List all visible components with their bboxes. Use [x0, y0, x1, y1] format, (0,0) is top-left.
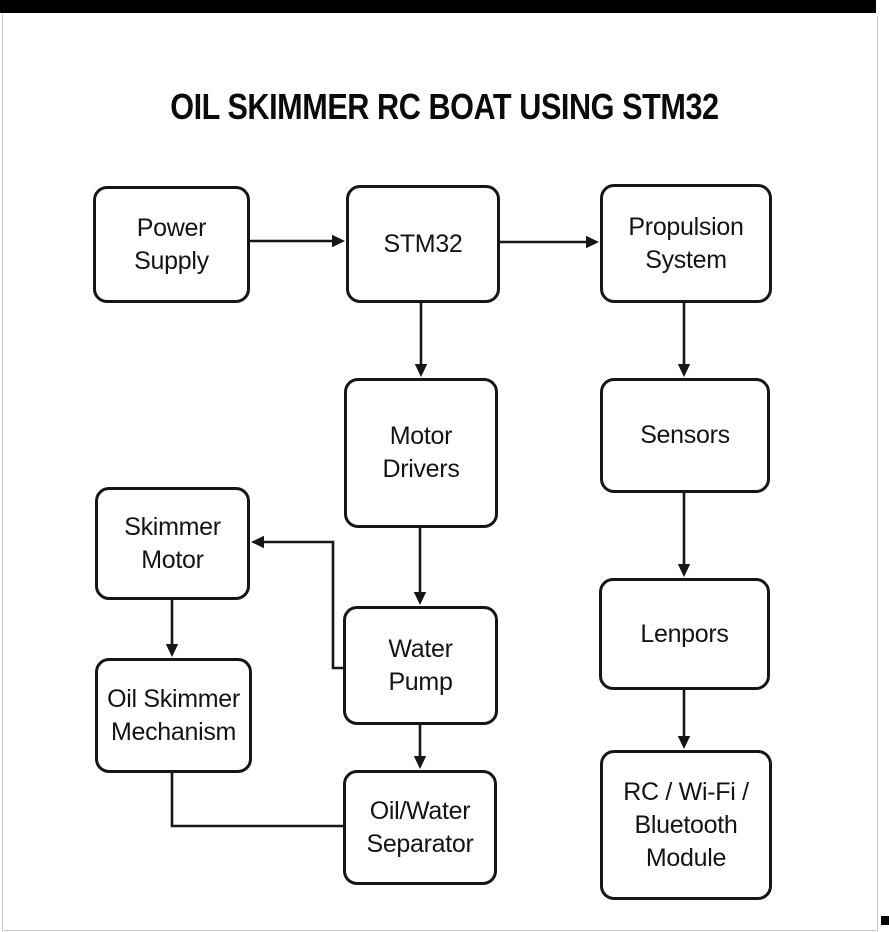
- node-propulsion-system-label: Propulsion System: [628, 212, 744, 274]
- arrow-motor-drivers-to-water-pump: [413, 528, 427, 605]
- node-oil-skimmer-mechanism: Oil Skimmer Mechanism: [95, 658, 252, 773]
- node-sensors-label: Sensors: [640, 421, 730, 449]
- line-oil-skimmer-mechanism-to-oil-water-separator: [170, 773, 344, 828]
- node-rc-wifi-bluetooth-module-label: RC / Wi-Fi / Bluetooth Module: [623, 777, 749, 872]
- frame-border-bottom: [2, 930, 878, 931]
- node-oil-water-separator: Oil/Water Separator: [343, 770, 497, 885]
- arrow-power-supply-to-stm32: [250, 234, 345, 248]
- node-sensors: Sensors: [600, 378, 770, 493]
- arrow-stm32-to-propulsion-system: [500, 235, 599, 249]
- diagram-title: OIL SKIMMER RC BOAT USING STM32: [170, 86, 719, 127]
- node-water-pump: Water Pump: [343, 606, 498, 725]
- node-lenpors: Lenpors: [599, 578, 770, 690]
- arrow-skimmer-motor-to-oil-skimmer-mechanism: [165, 600, 179, 657]
- node-oil-skimmer-mechanism-label: Oil Skimmer Mechanism: [107, 684, 240, 746]
- node-oil-water-separator-label: Oil/Water Separator: [366, 796, 474, 858]
- arrow-lenpors-to-rc-wifi-bluetooth-module: [677, 690, 691, 749]
- node-power-supply-label: Power Supply: [134, 213, 209, 275]
- frame-border-left: [2, 14, 3, 930]
- node-propulsion-system: Propulsion System: [600, 184, 772, 303]
- arrow-water-pump-to-oil-water-separator: [413, 725, 427, 769]
- node-stm32-label: STM32: [383, 229, 463, 258]
- arrow-stm32-to-motor-drivers: [414, 303, 428, 377]
- node-skimmer-motor: Skimmer Motor: [95, 487, 250, 600]
- arrow-propulsion-system-to-sensors: [677, 303, 691, 377]
- node-motor-drivers: Motor Drivers: [344, 378, 498, 528]
- trailing-period-dot: [881, 916, 889, 925]
- node-power-supply: Power Supply: [93, 186, 250, 303]
- node-motor-drivers-label: Motor Drivers: [382, 422, 460, 483]
- top-black-bar: [0, 0, 876, 13]
- frame-border-right: [877, 16, 878, 930]
- node-rc-wifi-bluetooth-module: RC / Wi-Fi / Bluetooth Module: [600, 750, 772, 900]
- node-lenpors-label: Lenpors: [640, 619, 729, 648]
- arrow-sensors-to-lenpors: [677, 493, 691, 577]
- arrow-water-pump-to-skimmer-motor: [251, 535, 343, 670]
- node-stm32: STM32: [346, 185, 500, 303]
- node-water-pump-label: Water Pump: [388, 634, 453, 696]
- node-skimmer-motor-label: Skimmer Motor: [124, 512, 221, 574]
